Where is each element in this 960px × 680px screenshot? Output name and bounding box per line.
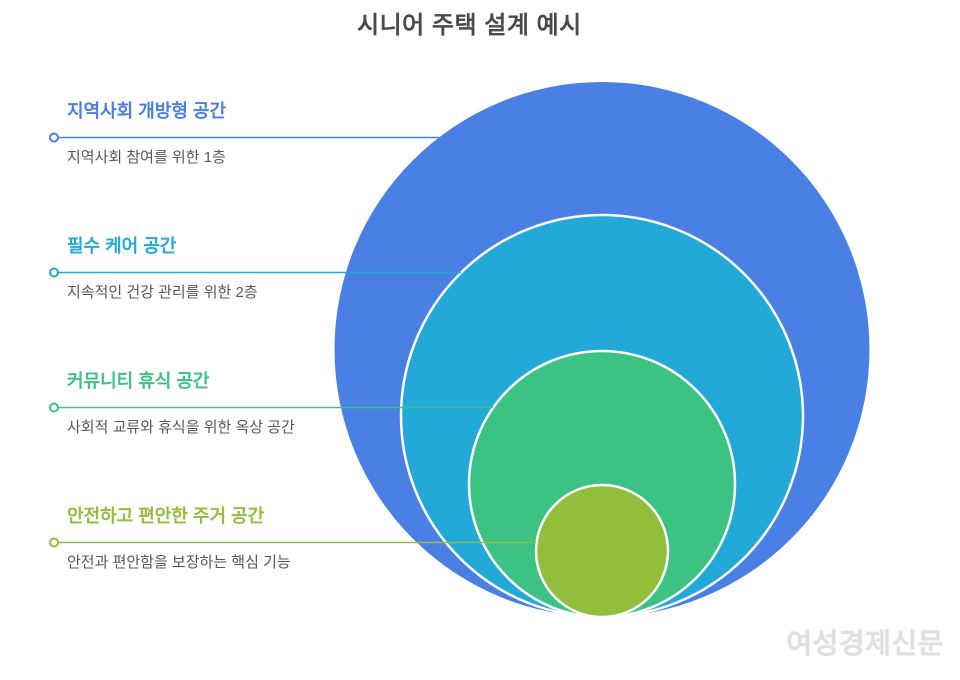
leader-marker-level-2 [49, 267, 59, 278]
page-title: 시니어 주택 설계 예시 [357, 12, 582, 39]
leader-marker-level-1 [49, 132, 59, 143]
level-4-description: 안전과 편안함을 보장하는 핵심 기능 [67, 554, 291, 571]
leader-marker-level-3 [49, 402, 59, 413]
leader-marker-level-4 [49, 537, 59, 548]
level-2-label: 필수 케어 공간 [67, 236, 177, 256]
circle-level-4-safe-living-space [534, 483, 670, 619]
level-4-label: 안전하고 편안한 주거 공간 [67, 506, 265, 526]
level-1-label: 지역사회 개방형 공간 [67, 101, 227, 121]
level-2-description: 지속적인 건강 관리를 위한 2층 [67, 284, 258, 301]
publisher-watermark: 여성경제신문 [786, 628, 944, 659]
level-3-description: 사회적 교류와 휴식을 위한 옥상 공간 [67, 419, 295, 436]
level-3-label: 커뮤니티 휴식 공간 [67, 371, 210, 391]
level-1-description: 지역사회 참여를 위한 1층 [67, 149, 226, 166]
